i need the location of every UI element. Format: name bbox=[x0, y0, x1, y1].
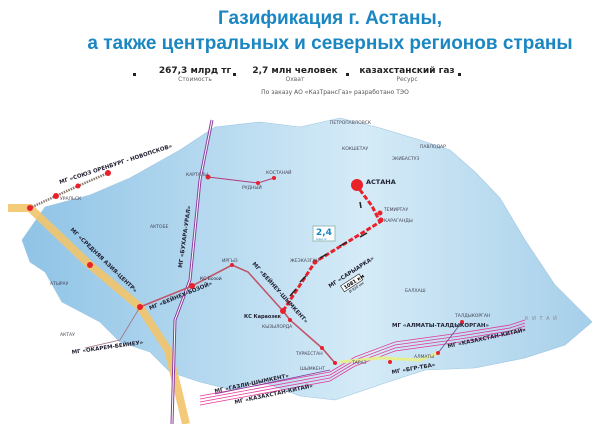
city-ks-karaoze: КС Караозек bbox=[244, 314, 282, 320]
capacity-badge: 2,4 млрд. м³ bbox=[312, 225, 336, 242]
bullet bbox=[133, 73, 136, 76]
city-temirtau: ТЕМИРТАУ bbox=[383, 207, 408, 213]
city-ks-bozoy: КС Бозой bbox=[200, 275, 222, 282]
city-markers bbox=[27, 170, 464, 365]
city-astana: АСТАНА bbox=[366, 178, 396, 186]
title-line-1: Газификация г. Астаны, bbox=[217, 8, 442, 29]
stat-label: Ресурс bbox=[396, 76, 418, 83]
badge-value: 2,4 bbox=[316, 228, 332, 238]
almaty-pipeline-label: МГ «АЛМАТЫ-ТАЛДЫКОРГАН» bbox=[392, 323, 489, 329]
country-china: К И Т А Й bbox=[525, 315, 558, 322]
pipeline-beyneu-bozoy-shymkent[interactable] bbox=[139, 264, 336, 364]
city-zhezkazgan: ЖЕЗКАЗГАН bbox=[290, 258, 319, 264]
city-uralsk: УРАЛЬСК bbox=[60, 196, 82, 202]
city-petropavlovsk: ПЕТРОПАВЛОВСК bbox=[330, 120, 372, 126]
badge-unit: млрд. м³ bbox=[316, 238, 327, 241]
city-karaganda: КАРАГАНДЫ bbox=[384, 218, 413, 224]
pipeline-almaty-taldykorgan[interactable] bbox=[437, 321, 463, 354]
flow-arrows bbox=[289, 201, 368, 297]
pipeline-bishkek-almaty[interactable] bbox=[339, 351, 439, 364]
city-turkestan: ТУРКЕСТАН bbox=[295, 351, 323, 357]
city-balkhash: БАЛХАШ bbox=[405, 288, 426, 294]
stat-value: 2,7 млн человек bbox=[252, 66, 338, 76]
astana-marker bbox=[351, 179, 363, 191]
pipeline-okarem[interactable] bbox=[84, 306, 141, 349]
city-shymkent: ШЫМКЕНТ bbox=[300, 366, 325, 372]
title-line-2: а также центральных и северных регионов … bbox=[87, 33, 573, 54]
city-irgyz: ИРГЫЗ bbox=[222, 258, 238, 264]
city-taraz: ТАРАЗ bbox=[351, 360, 367, 366]
note: По заказу АО «КазТрансГаз» разработано Т… bbox=[261, 89, 409, 96]
city-almaty: АЛМАТЫ bbox=[414, 354, 434, 360]
stat-resource: казахстанский газ Ресурс bbox=[352, 66, 462, 83]
city-taldykorgan: ТАЛДЫКОРГАН bbox=[454, 313, 490, 319]
pipeline-gazli[interactable] bbox=[214, 369, 331, 395]
bullet bbox=[458, 73, 461, 76]
pipeline-soyuz[interactable] bbox=[31, 171, 109, 209]
city-kyzylorda: КЫЗЫЛОРДА bbox=[262, 324, 293, 330]
stat-label: Охват bbox=[285, 76, 305, 83]
city-kartaly: КАРТАЛЫ bbox=[186, 172, 208, 178]
city-rudny: РУДНЫЙ bbox=[242, 184, 262, 191]
city-ekibastuz: ЭКИБАСТУЗ bbox=[392, 156, 420, 162]
bullet bbox=[233, 73, 236, 76]
stat-label: Стоимость bbox=[178, 76, 212, 83]
pipeline-kazakhstan-china[interactable] bbox=[199, 319, 526, 406]
bullet bbox=[346, 73, 349, 76]
city-atyrau: АТЫРАУ bbox=[50, 281, 69, 287]
okarem-label: МГ «ОКАРЕМ-БЕЙНЕУ» bbox=[71, 338, 144, 356]
kazakhstan-territory bbox=[21, 117, 593, 401]
city-kostanay: КОСТАНАЙ bbox=[266, 169, 292, 176]
pipeline-bukhara-ural-inner bbox=[171, 119, 213, 424]
city-aktau: АКТАУ bbox=[60, 332, 75, 338]
stat-value: 267,3 млрд тг bbox=[158, 66, 232, 76]
city-aktobe: АКТОБЕ bbox=[150, 224, 169, 230]
city-pavlodar: ПАВЛОДАР bbox=[420, 144, 446, 150]
stat-value: казахстанский газ bbox=[359, 66, 455, 76]
city-kokshetau: КОКШЕТАУ bbox=[342, 146, 368, 152]
stat-coverage: 2,7 млн человек Охват bbox=[245, 66, 345, 83]
stat-cost: 267,3 млрд тг Стоимость bbox=[150, 66, 240, 83]
